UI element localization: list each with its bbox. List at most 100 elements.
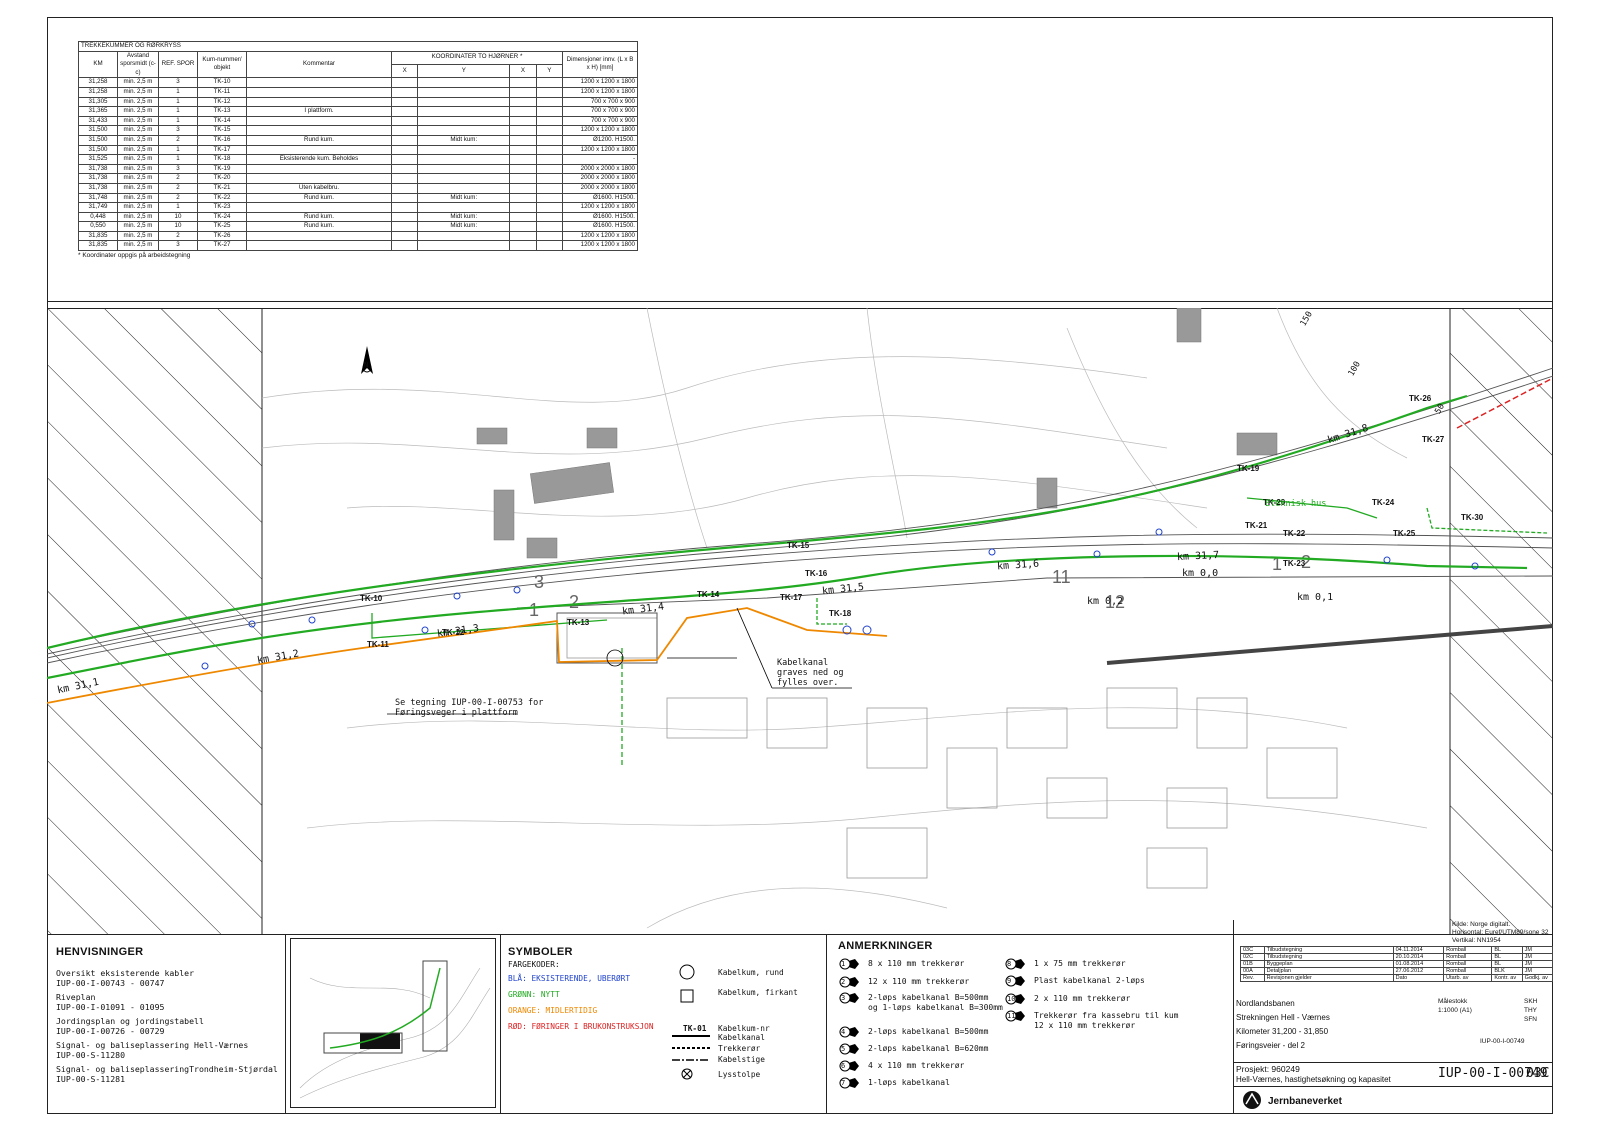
cell-empty [390,230,419,242]
building-outlines [566,617,1338,889]
cell-dist: min. 2,5 m [117,77,159,88]
anmerkning-number: 11 [1007,1012,1016,1020]
km-31-7: km 31,7 [1176,549,1220,564]
cell-comment [246,163,392,175]
ref-3-title: Jordingsplan og jordingstabell [56,1016,204,1026]
annotation-leaders [387,607,852,715]
cell-empty [509,240,537,252]
revision-cell-rev: 02C [1240,953,1265,961]
cell-empty [535,182,564,194]
cell-empty [390,144,419,156]
cell-comment [246,96,392,108]
orange-route [47,607,888,704]
cell-dim: 1200 x 1200 x 1800 [562,125,638,136]
revision-cell-rev: 03C [1240,946,1265,954]
north-arrow [361,346,373,374]
cell-mid [417,106,511,117]
cell-dim: 700 x 700 x 900 [562,96,638,108]
cell-empty [535,221,564,232]
cell-empty [509,202,537,213]
cell-ref: 3 [158,125,198,136]
cell-empty [509,77,537,88]
cell-empty [535,163,564,175]
fargekoder-title: FARGEKODER: [508,960,560,969]
cell-kum: TK-16 [197,134,247,146]
svg-text:12: 12 [1105,592,1125,612]
label-tk-17: TK-17 [780,593,803,602]
cell-ref: 1 [158,106,198,117]
revision-cell-text: Detaljplan [1263,967,1394,975]
cell-empty [390,106,419,117]
divider-keymap [285,934,286,1114]
anmerkning-marker-icon [839,1043,859,1055]
label-tk-25: TK-25 [1393,529,1416,538]
cell-mid [417,240,511,252]
cell-mid [417,173,511,184]
cell-mid [417,202,511,213]
cell-kum: TK-10 [197,77,247,88]
cell-empty [509,173,537,184]
revision-cell-g: JM [1521,960,1554,968]
anmerkning-text: 2-løps kabelkanal B=620mm [868,1044,989,1053]
cell-comment [246,144,392,156]
anmerkning-number: 8 [1007,960,1012,968]
cell-mid: Midt kum: [417,134,511,146]
anmerkning-text: 4 x 110 mm trekkerør [868,1061,965,1070]
km-0-2: km 0,2 [1087,596,1124,607]
cell-dist: min. 2,5 m [117,192,159,204]
tb-tegnnr-small: IUP-00-I-00749 [1480,1038,1525,1045]
svg-text:1: 1 [1272,554,1282,574]
cell-empty [535,240,564,252]
revision-cell-date: 20.10.2014 [1392,953,1445,961]
label-tk-20: TK-20 [1263,498,1286,507]
henvisninger-title: HENVISNINGER [56,946,144,958]
col-y2: Y [535,63,564,79]
hatched-area-left [47,308,262,934]
ref-5-nr: IUP-00-S-11281 [56,1074,126,1084]
red-route [1456,377,1553,429]
cell-comment: Rund kum. [246,134,392,146]
tb-strekning: Strekningen Hell - Værnes [1236,1013,1330,1022]
tb-godkjent: SFN [1524,1016,1537,1023]
cell-ref: 1 [158,144,198,156]
green-routes [47,394,1548,768]
cell-empty [390,77,419,88]
anmerkning-marker-icon [839,1060,859,1072]
ref-1-nr: IUP-00-I-00743 - 00747 [56,978,165,988]
anmerkning-text: Plast kabelkanal 2-løps [1034,976,1145,985]
cell-km: 31,258 [78,77,118,88]
revision-cell-g: JM [1521,967,1554,975]
table-title: TREKKEKUMMER OG RØRKRYSS [78,41,638,52]
svg-text:1: 1 [529,600,539,620]
cell-comment [246,230,392,242]
cell-mid [417,144,511,156]
cell-dist: min. 2,5 m [117,144,159,156]
cell-dist: min. 2,5 m [117,134,159,146]
label-tk-14: TK-14 [697,590,720,599]
ref-4-nr: IUP-00-S-11280 [56,1050,126,1060]
cell-mid: Midt kum: [417,192,511,204]
anmerkning-text: 2-løps kabelkanal B=500mm [868,1027,989,1036]
cell-empty [509,192,537,204]
divider-anmerkninger [826,934,827,1114]
cell-kum: TK-15 [197,125,247,136]
cell-comment [246,202,392,213]
cell-empty [535,202,564,213]
cell-empty [509,230,537,242]
cell-km: 0,448 [78,211,118,223]
revision-cell-by: Romball [1443,953,1493,961]
cell-ref: 1 [158,154,198,165]
cell-empty [509,125,537,136]
anmerkning-marker-icon [839,1077,859,1089]
anmerkning-number: 7 [841,1079,846,1087]
tb-vertikal: Vertikal: NN1954 [1452,937,1501,944]
legend-lysstolpe: Lysstolpe [718,1070,761,1079]
anmerkninger-title: ANMERKNINGER [838,940,933,952]
note-kabelkanal-2: graves ned og [777,668,844,678]
